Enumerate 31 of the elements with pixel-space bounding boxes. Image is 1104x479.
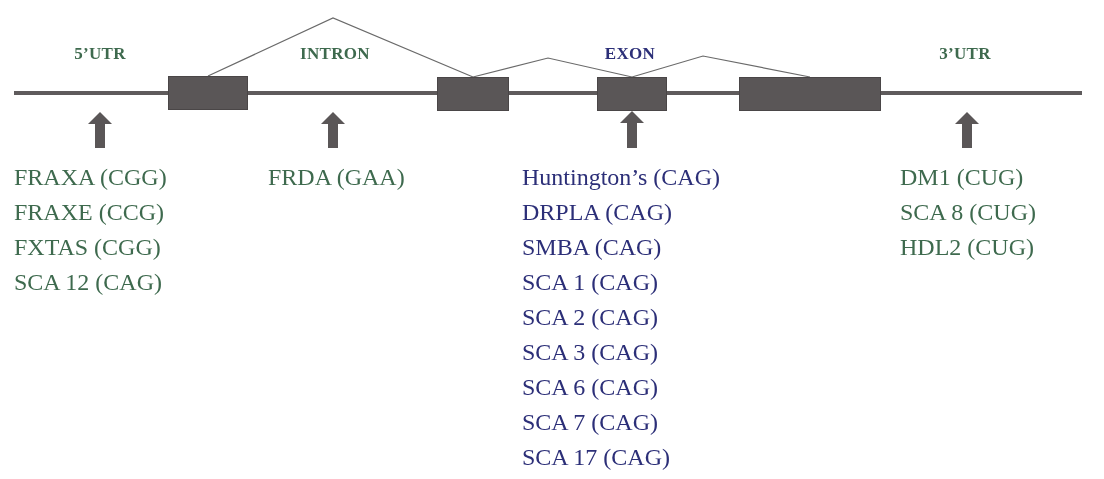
region-label: INTRON: [300, 44, 370, 64]
disease-label: SCA 3 (CAG): [522, 338, 660, 367]
exon-box: [597, 77, 667, 111]
disease-label: FRAXA (CGG): [14, 163, 167, 192]
splice-line: [207, 17, 474, 78]
disease-label: SCA 7 (CAG): [522, 408, 660, 437]
arrow: [321, 112, 345, 148]
disease-label: FXTAS (CGG): [14, 233, 162, 262]
arrow: [88, 112, 112, 148]
disease-label: Huntington’s (CAG): [522, 163, 720, 192]
arrow: [955, 112, 979, 148]
region-label: EXON: [604, 44, 656, 64]
exon-box: [168, 76, 248, 110]
region-label: 3’UTR: [939, 44, 991, 64]
exon-box: [437, 77, 509, 111]
disease-label: FRDA (GAA): [268, 163, 405, 192]
disease-label: DM1 (CUG): [900, 163, 1025, 192]
disease-label: SMBA (CAG): [522, 233, 663, 262]
exon-box: [739, 77, 881, 111]
region-label: 5’UTR: [74, 44, 126, 64]
disease-label: DRPLA (CAG): [522, 198, 673, 227]
splice-line: [472, 57, 633, 78]
disease-label: FRAXE (CCG): [14, 198, 165, 227]
disease-label: HDL2 (CUG): [900, 233, 1035, 262]
disease-label: SCA 2 (CAG): [522, 303, 660, 332]
disease-label: SCA 12 (CAG): [14, 268, 164, 297]
disease-label: SCA 1 (CAG): [522, 268, 660, 297]
arrow: [620, 111, 644, 148]
disease-label: SCA 17 (CAG): [522, 443, 672, 472]
disease-label: SCA 8 (CUG): [900, 198, 1037, 227]
disease-label: SCA 6 (CAG): [522, 373, 660, 402]
